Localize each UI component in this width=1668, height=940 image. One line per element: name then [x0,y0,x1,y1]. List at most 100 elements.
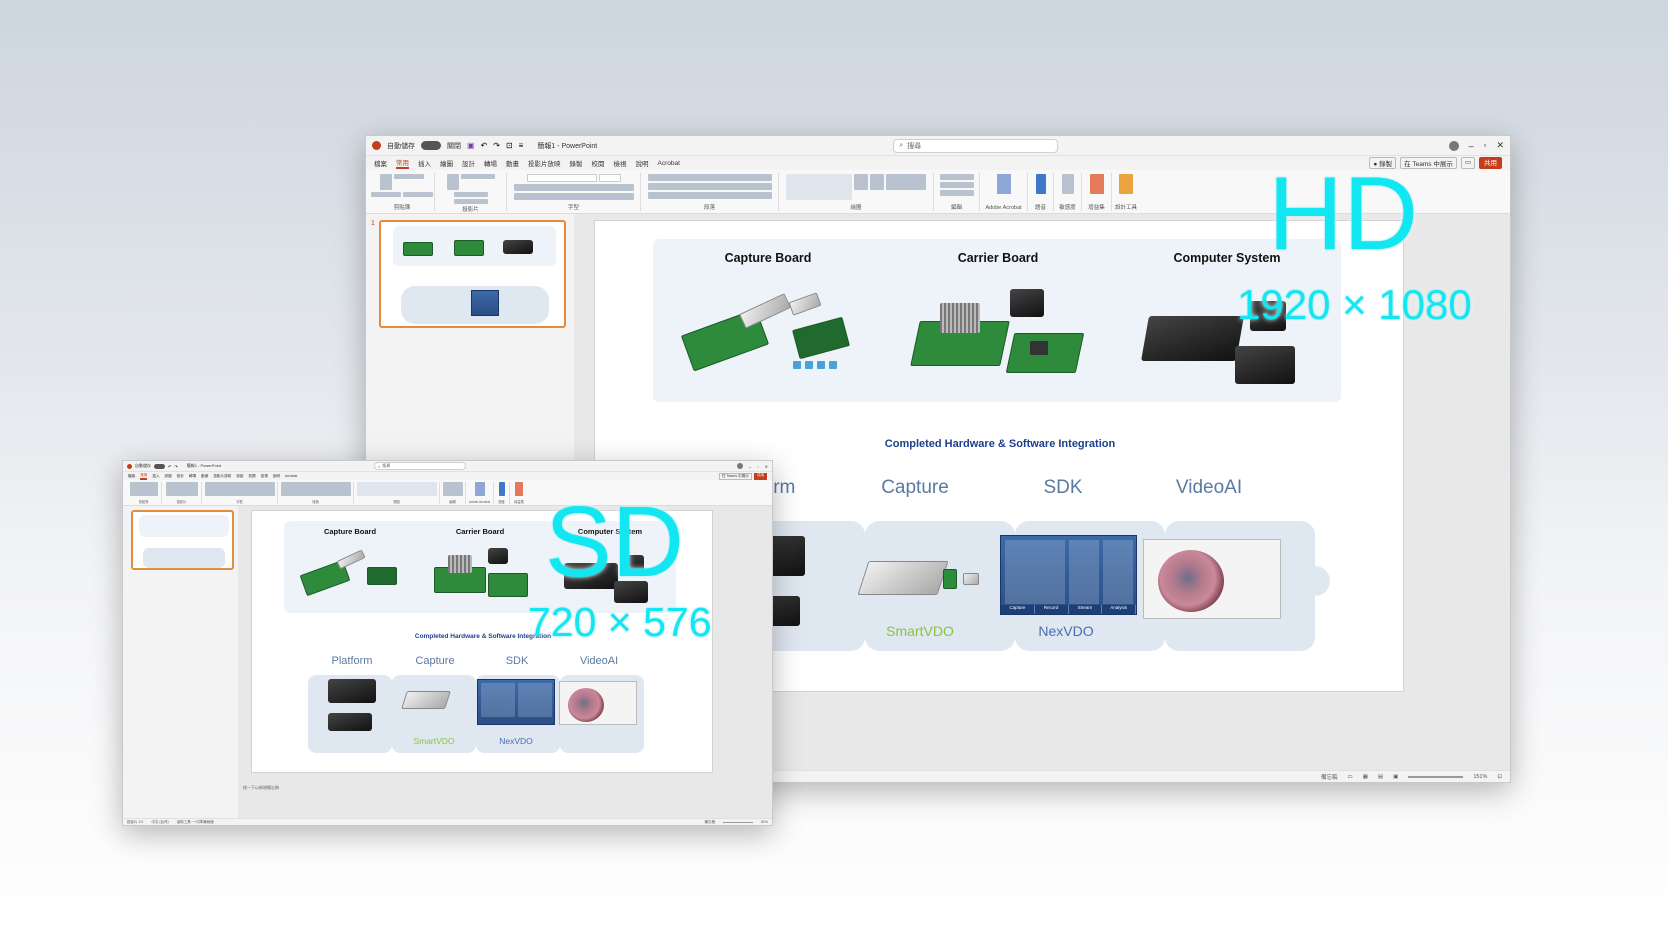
sd-minimize-icon[interactable]: – [748,463,752,469]
slide-thumbnail[interactable] [379,220,566,328]
present-icon[interactable]: ⊡ [505,141,513,150]
sd-search-box[interactable]: ⌕ 搜尋 [373,462,466,470]
minimize-icon[interactable]: – [1468,140,1474,151]
autosave-state: 關閉 [447,142,461,150]
zoom-slider[interactable] [1408,775,1464,778]
sd-notes-button[interactable]: 備忘稿 [704,819,715,824]
search-box[interactable]: ⌕ 搜尋 [893,138,1059,153]
menu-record[interactable]: 錄製 [569,161,583,168]
designer-icon[interactable] [1119,174,1133,194]
font-family-select[interactable] [526,174,597,182]
zoom-level[interactable]: 151% [1473,773,1488,780]
sd-powerpoint-logo-icon [127,463,132,469]
sd-menu-animations[interactable]: 動畫 [201,473,209,478]
hd-menu-bar: 檔案 常用 插入 繪圖 設計 轉場 動畫 投影片放映 錄製 校閱 檢視 說明 A… [366,156,1510,170]
sd-menu-view[interactable]: 檢視 [260,473,268,478]
powerpoint-logo-icon [372,141,381,150]
sd-menu-acrobat[interactable]: Acrobat [285,474,298,478]
sd-undo-icon[interactable]: ↶ [168,463,172,469]
select-icon[interactable] [939,190,974,196]
quick-access-more-icon[interactable]: ≡ [518,141,524,150]
sd-menu-home[interactable]: 常用 [140,473,148,480]
account-avatar[interactable] [1448,140,1459,151]
undo-icon[interactable]: ↶ [480,141,488,150]
menu-slideshow[interactable]: 投影片放映 [528,161,561,168]
autosave-toggle[interactable] [421,141,441,150]
sd-group-slides: 投影片 [162,482,202,504]
sd-thumbnail-pane [123,506,238,818]
save-icon[interactable]: ▣ [467,141,475,150]
paste-icon[interactable] [380,174,392,190]
sd-menu-slideshow[interactable]: 投影片放映 [213,473,232,478]
sd-language[interactable]: 中文 (台灣) [151,819,169,824]
sd-redo-icon[interactable]: ↷ [174,463,178,469]
new-slide-icon[interactable] [446,174,459,190]
menu-file[interactable]: 檔案 [374,161,387,168]
addins-icon[interactable] [1089,174,1104,194]
sd-accessibility[interactable]: 協助工具: 一切準備就緒 [176,819,214,824]
arrange-icon[interactable] [854,174,868,190]
brand-nexvdo: NexVDO [1038,623,1094,639]
sd-share-button[interactable]: 共用 [753,472,767,480]
comment-icon[interactable]: ▭ [1460,157,1475,169]
sd-zoom-slider[interactable] [722,821,753,823]
font-size-select[interactable] [598,174,621,182]
menu-help[interactable]: 說明 [635,161,649,168]
sd-menu-transitions[interactable]: 轉場 [188,473,197,478]
menu-acrobat[interactable]: Acrobat [657,159,680,167]
redo-icon[interactable]: ↷ [493,141,500,150]
quick-styles-icon[interactable] [870,174,884,190]
sd-autosave-toggle[interactable] [154,463,165,469]
sd-document-title: 簡報1 - PowerPoint [186,463,221,468]
sd-menu-review[interactable]: 校閱 [248,473,256,478]
sd-capture-board-image [297,549,407,604]
dictate-icon[interactable] [1035,174,1046,194]
menu-design[interactable]: 設計 [462,161,475,168]
menu-home[interactable]: 常用 [396,157,409,169]
sd-menu-record[interactable]: 錄製 [236,473,244,478]
menu-review[interactable]: 校閱 [591,161,605,168]
close-icon[interactable]: ✕ [1496,140,1504,150]
sd-zoom-level[interactable]: 82% [760,820,768,824]
sd-menu-design[interactable]: 設計 [176,473,184,478]
menu-insert[interactable]: 插入 [418,161,431,168]
brand-smartvdo: SmartVDO [886,623,954,639]
notes-button[interactable]: 備忘稿 [1320,774,1338,781]
create-pdf-icon[interactable] [996,174,1011,194]
slide-sorter-icon[interactable]: ▦ [1362,773,1368,780]
sd-slide-thumbnail[interactable] [131,510,234,570]
sd-teams-present-button[interactable]: 在 Teams 中展示 [718,472,752,480]
menu-animations[interactable]: 動畫 [506,161,519,168]
sd-menu-insert[interactable]: 插入 [152,473,160,478]
sd-menu-file[interactable]: 檔案 [128,473,136,478]
share-button[interactable]: 共用 [1479,157,1502,169]
shapes-gallery[interactable] [786,174,852,200]
menu-transitions[interactable]: 轉場 [484,161,497,168]
sensitivity-icon[interactable] [1061,174,1074,194]
sd-autosave-label: 自動儲存 [135,463,151,468]
sd-slide-canvas[interactable]: Capture Board Carrier Board Computer Sys… [251,510,713,773]
find-icon[interactable] [939,174,974,180]
record-label: 錄製 [1379,161,1393,168]
group-label-paragraph: 段落 [703,205,715,211]
maximize-icon[interactable]: ▫ [1483,141,1487,150]
sd-menu-draw[interactable]: 繪圖 [164,473,172,478]
sd-account-avatar[interactable] [736,463,743,469]
sd-notes-placeholder[interactable]: 按一下以新增備忘稿 [243,785,279,790]
replace-icon[interactable] [939,182,974,188]
normal-view-icon[interactable]: ▭ [1347,773,1353,780]
ribbon-group-sensitivity: 敏感度 [1054,173,1082,211]
group-label-editing: 編輯 [950,205,962,211]
fit-slide-icon[interactable]: ⊡ [1497,773,1502,780]
slideshow-view-icon[interactable]: ▣ [1393,773,1399,780]
reading-view-icon[interactable]: ▤ [1377,773,1384,780]
sd-close-icon[interactable]: ✕ [764,463,768,469]
ribbon-group-voice: 語音 [1028,173,1054,211]
sd-maximize-icon[interactable]: ▫ [757,463,759,469]
teams-present-button[interactable]: 在 Teams 中展示 [1400,157,1457,169]
group-label-drawing: 繪圖 [850,205,862,211]
record-button[interactable]: ● 錄製 [1369,157,1397,169]
menu-view[interactable]: 檢視 [613,161,627,168]
sd-menu-help[interactable]: 說明 [272,473,281,478]
menu-draw[interactable]: 繪圖 [440,161,453,168]
